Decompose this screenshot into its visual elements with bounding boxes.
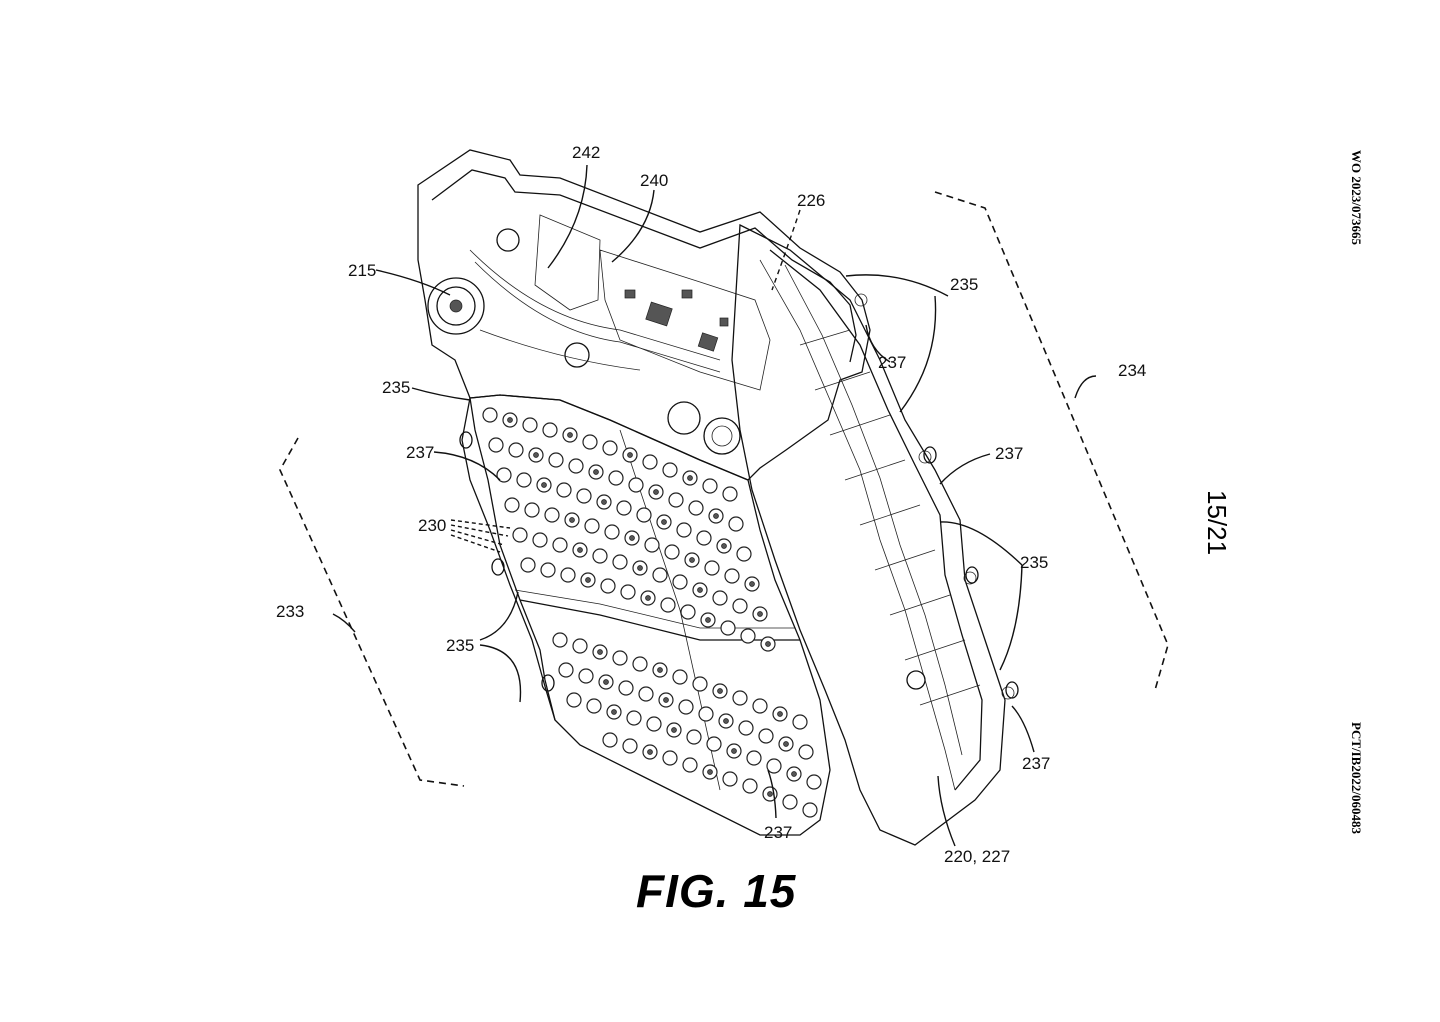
ref-235-top-right: 235 (950, 275, 978, 294)
ref-237-top-right: 237 (878, 353, 906, 372)
ref-234: 234 (1118, 361, 1146, 380)
ref-226: 226 (797, 191, 825, 210)
ref-230: 230 (418, 516, 446, 535)
sheet-number: 15/21 (1202, 490, 1232, 556)
ref-235-left-bottom: 235 (446, 636, 474, 655)
application-number: PCT/IB2022/060483 (1349, 722, 1364, 834)
ref-233: 233 (276, 602, 304, 621)
ref-220-227: 220, 227 (944, 847, 1010, 866)
ref-240: 240 (640, 171, 668, 190)
ref-235-left-top: 235 (382, 378, 410, 397)
cell-array (459, 407, 1019, 818)
ref-237-bottom-right: 237 (1022, 754, 1050, 773)
ref-235-right-mid: 235 (1020, 553, 1048, 572)
figure-caption: FIG. 15 (636, 865, 797, 917)
ref-215: 215 (348, 261, 376, 280)
ref-237-left: 237 (406, 443, 434, 462)
publication-number: WO 2023/073665 (1349, 150, 1364, 245)
ref-237-right-mid: 237 (995, 444, 1023, 463)
leader-lines (332, 164, 1097, 847)
bracket-233 (279, 437, 465, 787)
bracket-234 (934, 191, 1169, 691)
reference-numerals: 242 240 226 215 235 237 234 235 237 237 … (276, 143, 1146, 866)
ref-242: 242 (572, 143, 600, 162)
battery-module-illustration (417, 149, 1015, 846)
ref-237-bottom: 237 (764, 823, 792, 842)
